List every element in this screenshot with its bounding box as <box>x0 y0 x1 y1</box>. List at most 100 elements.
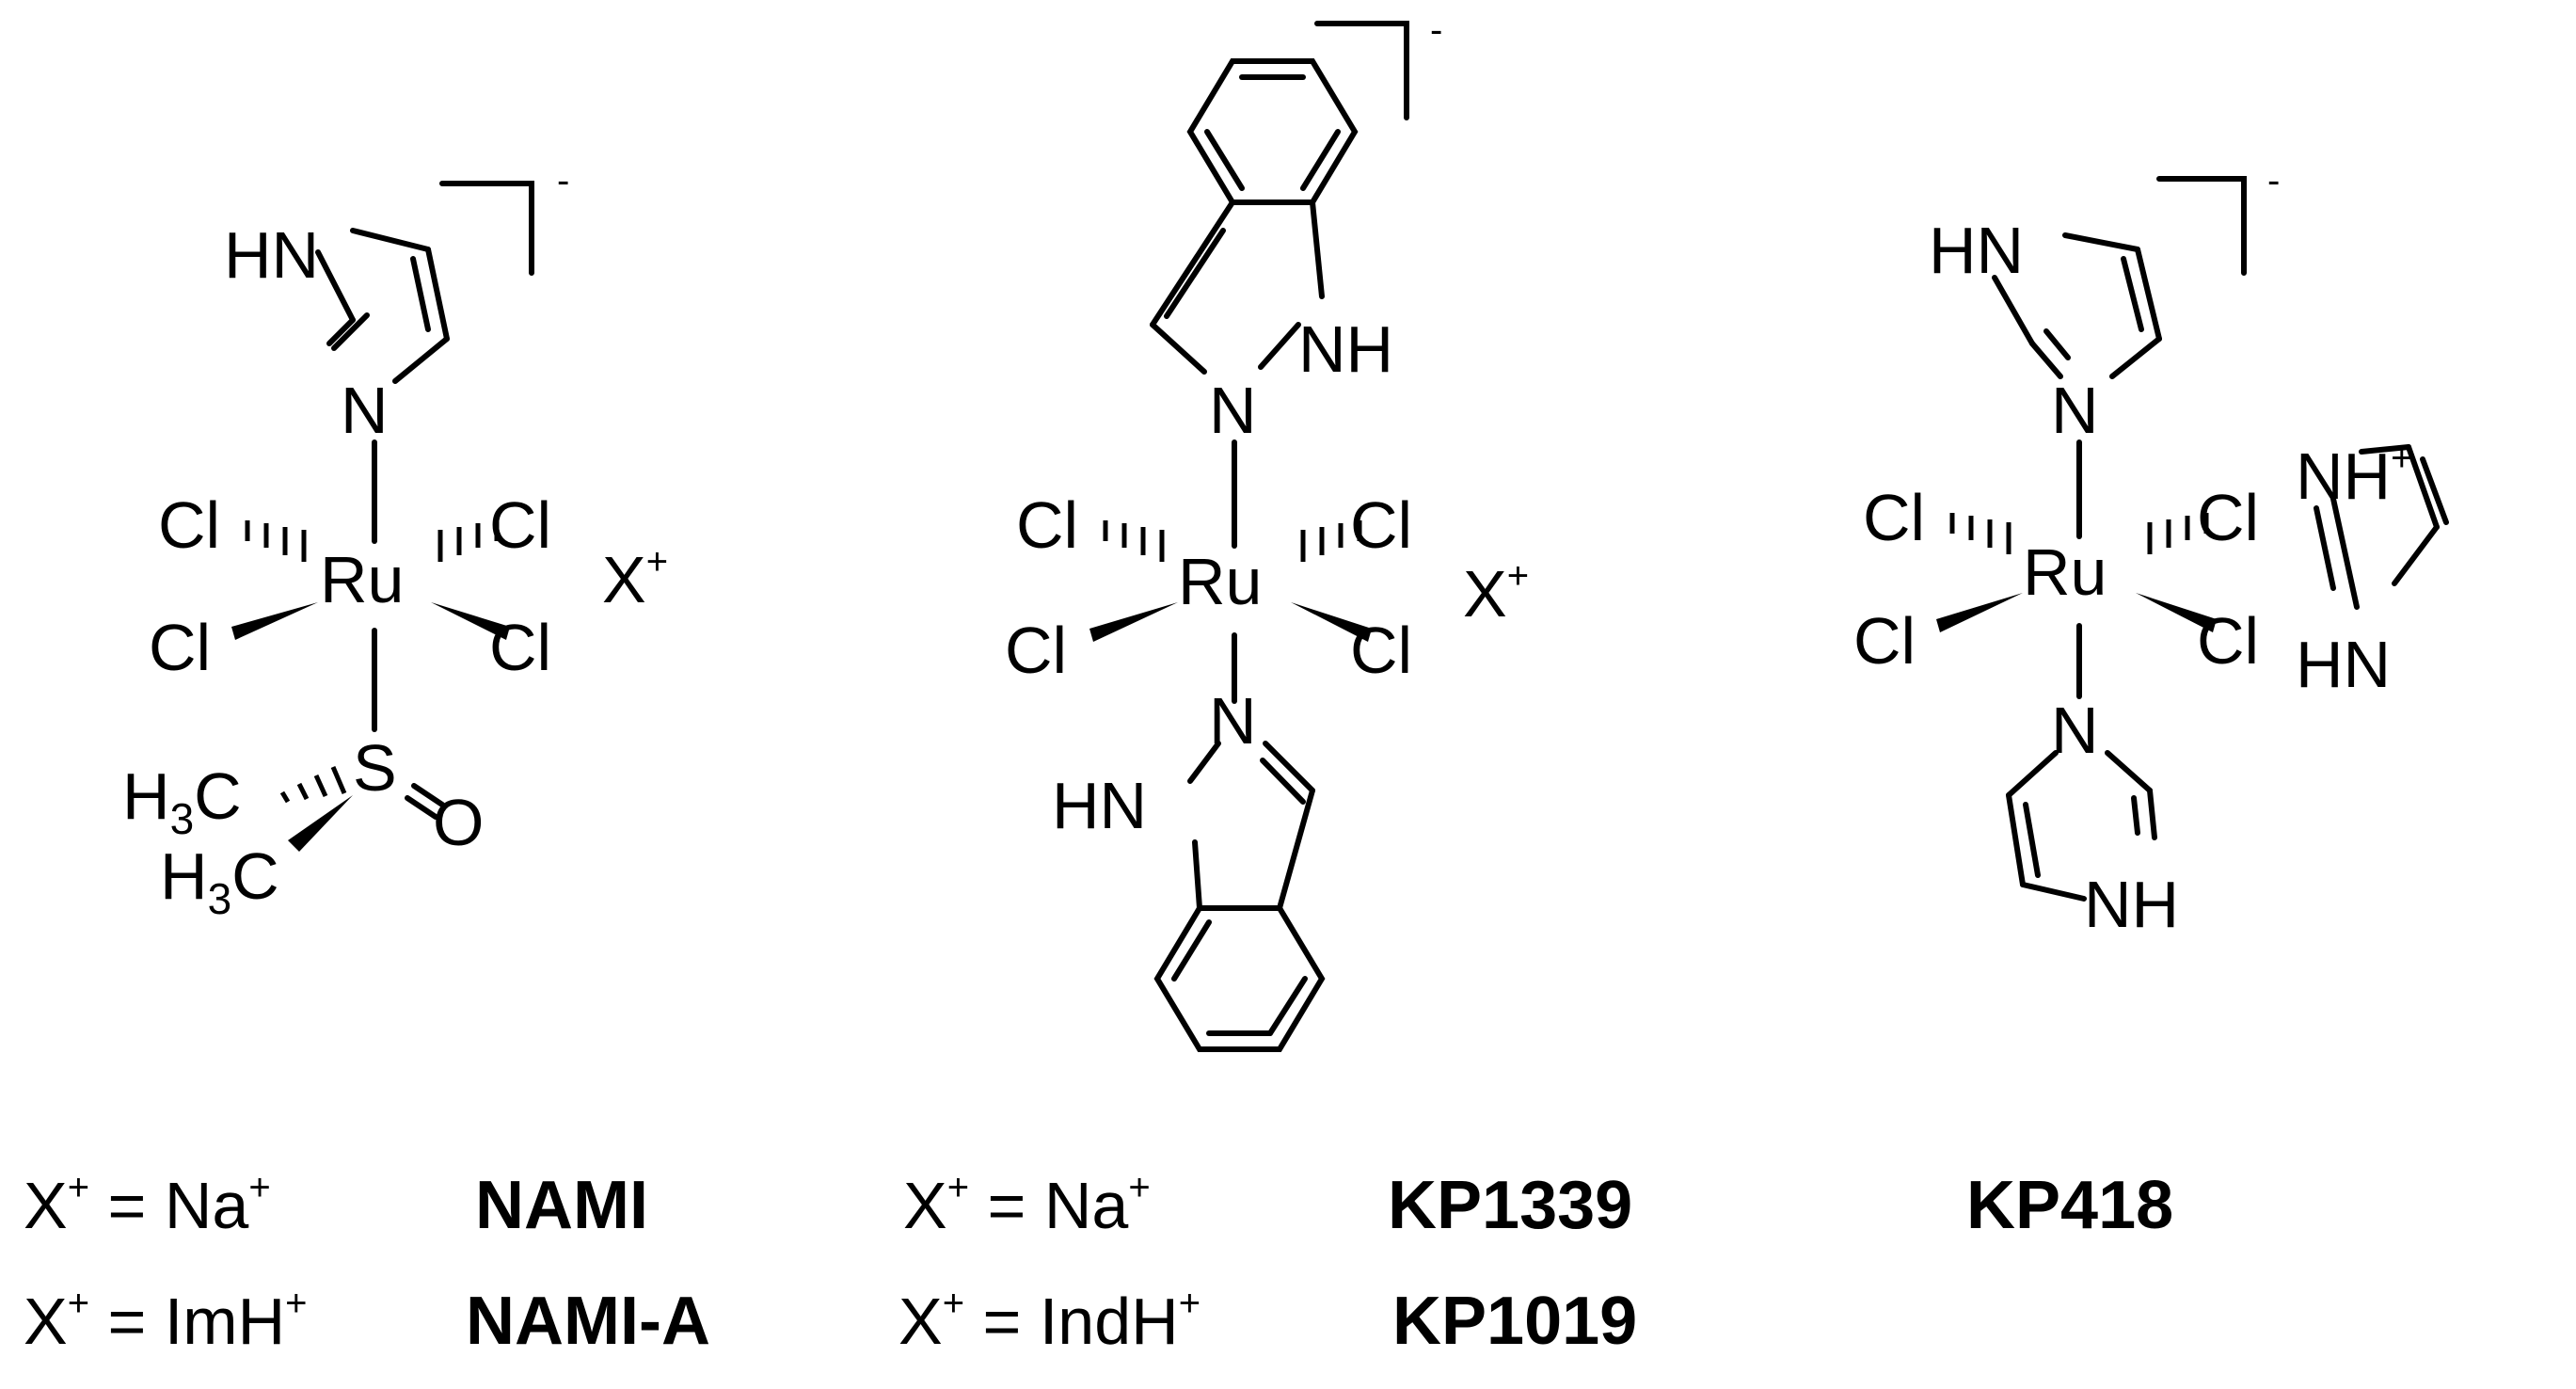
n-atom-label: N <box>1209 684 1257 758</box>
bond <box>410 256 431 332</box>
bond <box>392 336 450 384</box>
imidazolium-nh-label: NH+ <box>2296 438 2412 513</box>
ruthenium-atom-label: Ru <box>1178 545 1262 618</box>
bond <box>326 317 356 346</box>
bond <box>315 249 356 323</box>
bond <box>1277 788 1315 911</box>
nami-complex: HN N Ru Cl Cl Cl Cl S O H3C H3C - X+ <box>122 160 668 923</box>
wedge-bond <box>431 602 510 640</box>
bond <box>2420 456 2449 525</box>
bond <box>1300 129 1341 191</box>
legend-formula-nami-a: X+ = ImH+ <box>24 1283 308 1358</box>
bond <box>331 312 370 351</box>
bond <box>2131 795 2140 836</box>
bond <box>2359 444 2411 455</box>
hashed-bond <box>245 520 307 562</box>
chlorine-atom-label: Cl <box>489 611 551 684</box>
nh-atom-label: NH <box>2084 868 2179 941</box>
bond <box>350 228 431 252</box>
legend: X+ = Na+ NAMI X+ = ImH+ NAMI-A X+ = Na+ … <box>24 1167 2173 1359</box>
benzene-ring <box>1153 905 1326 1052</box>
counterion-label: X+ <box>1463 555 1529 631</box>
kp-complex: NH N Ru Cl Cl Cl Cl N HN - X+ <box>1005 9 1529 1052</box>
chlorine-atom-label: Cl <box>1005 614 1067 687</box>
bond <box>1310 200 1325 299</box>
bond <box>405 795 438 820</box>
chlorine-atom-label: Cl <box>158 488 220 562</box>
bond <box>2147 788 2157 840</box>
hashed-bond <box>279 766 347 804</box>
sulfur-atom-label: S <box>353 731 397 805</box>
bond <box>1263 741 1315 793</box>
bond <box>1192 839 1202 911</box>
methyl-group-label: H3C <box>122 759 242 843</box>
chlorine-atom-label: Cl <box>149 611 211 684</box>
bond <box>425 247 450 342</box>
bond <box>1164 228 1226 319</box>
bond <box>1171 919 1212 982</box>
compound-name-kp1339: KP1339 <box>1388 1168 1632 1243</box>
bond <box>1992 275 2035 346</box>
n-atom-label: N <box>2051 694 2099 767</box>
nh-atom-label: HN <box>1052 769 1147 842</box>
bond <box>2392 524 2440 586</box>
chlorine-atom-label: Cl <box>1863 481 1925 554</box>
counterion-label: X+ <box>602 541 668 616</box>
bond <box>1204 129 1245 191</box>
bond <box>2023 802 2041 878</box>
negative-charge: - <box>557 160 569 201</box>
bond <box>2029 341 2063 379</box>
compound-name-kp418: KP418 <box>1966 1168 2173 1243</box>
hashed-bond <box>1103 520 1165 562</box>
chlorine-atom-label: Cl <box>2197 604 2259 678</box>
bond <box>2006 792 2026 887</box>
ruthenium-atom-label: Ru <box>320 543 404 616</box>
bond <box>2109 336 2162 379</box>
n-atom-label: N <box>2051 374 2099 447</box>
bond <box>2062 232 2140 252</box>
legend-formula-kp1019: X+ = IndH+ <box>898 1283 1201 1358</box>
bond <box>1150 200 1235 327</box>
legend-formula-kp1339: X+ = Na+ <box>903 1167 1151 1242</box>
chlorine-atom-label: Cl <box>1350 488 1412 562</box>
hashed-bond <box>437 520 500 562</box>
chlorine-atom-label: Cl <box>1350 614 1412 687</box>
nh-atom-label: HN <box>224 218 319 292</box>
bond <box>2020 882 2087 902</box>
nh-atom-label: HN <box>1929 214 2024 287</box>
negative-charge: - <box>1430 9 1442 51</box>
bond <box>2314 505 2336 591</box>
nh-atom-label: NH <box>1298 312 1393 386</box>
charge-bracket <box>2156 176 2247 276</box>
charge-bracket <box>439 181 534 276</box>
compound-name-nami-a: NAMI-A <box>466 1284 710 1359</box>
bond <box>2406 444 2440 530</box>
ruthenium-atom-label: Ru <box>2023 535 2107 609</box>
bond <box>2121 256 2144 332</box>
hashed-bond <box>1949 513 2012 554</box>
bond <box>2006 750 2059 798</box>
legend-formula-nami: X+ = Na+ <box>24 1167 271 1242</box>
charge-bracket <box>1314 21 1409 120</box>
bond <box>1258 322 1301 370</box>
wedge-bond <box>1291 602 1372 642</box>
bond <box>2043 328 2071 360</box>
wedge-bond <box>1089 602 1178 642</box>
bond <box>1187 741 1221 784</box>
compound-name-nami: NAMI <box>475 1168 648 1243</box>
wedge-bond <box>1936 593 2023 632</box>
compound-name-kp1019: KP1019 <box>1392 1284 1637 1359</box>
methyl-group-label: H3C <box>160 839 279 923</box>
wedge-bond <box>2136 593 2217 632</box>
chlorine-atom-label: Cl <box>489 488 551 562</box>
wedge-bond <box>288 795 353 852</box>
kp418-complex: HN N Ru Cl Cl Cl Cl N NH NH+ HN - <box>1853 160 2449 941</box>
imidazolium-hn-label: HN <box>2296 628 2391 701</box>
n-atom-label: N <box>1209 374 1257 447</box>
bond <box>1150 322 1207 375</box>
oxygen-atom-label: O <box>433 786 484 859</box>
bond <box>2330 496 2360 610</box>
n-atom-label: N <box>341 374 389 447</box>
hashed-bond <box>1300 520 1362 562</box>
